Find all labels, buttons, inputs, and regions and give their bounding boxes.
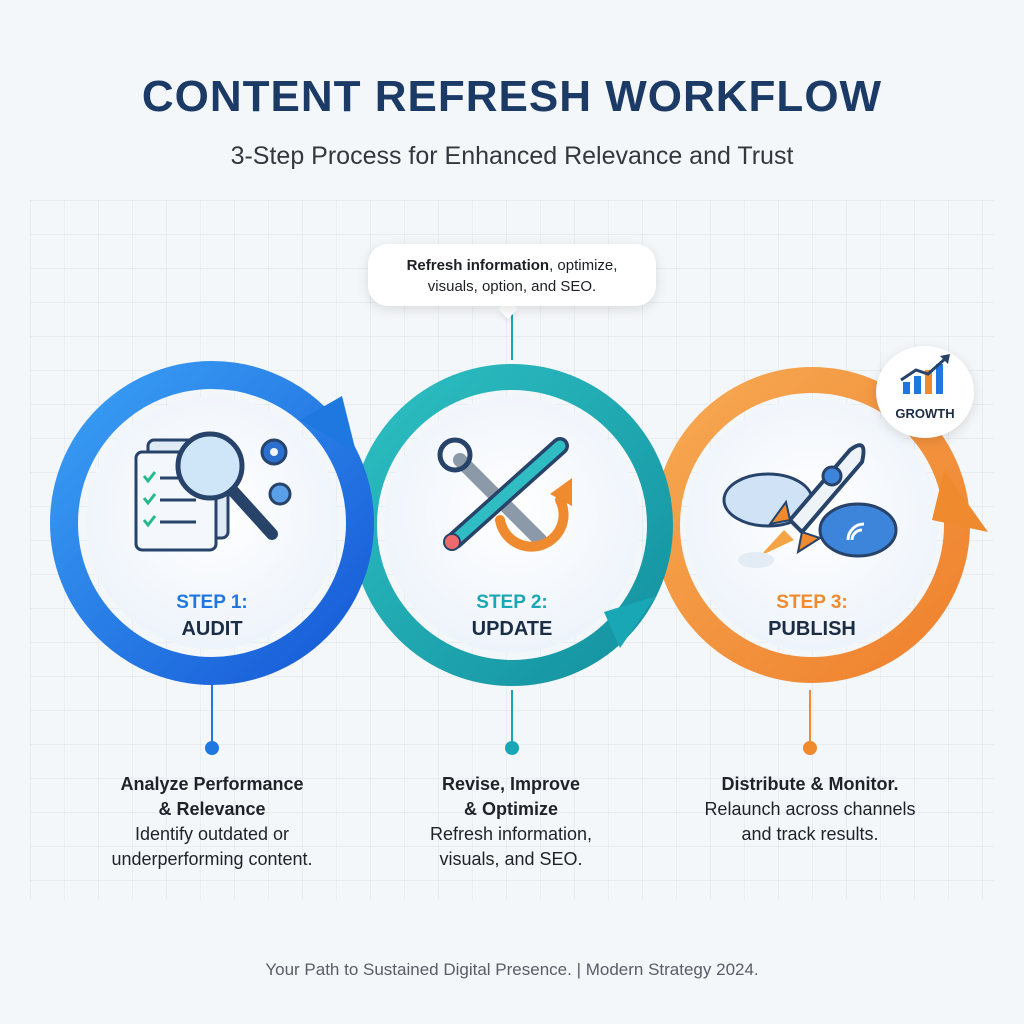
audit-magnifier-checklist-icon xyxy=(134,431,292,552)
step2-dot xyxy=(505,741,519,755)
step1-arrowhead xyxy=(300,396,356,452)
rocket-cloud-icon xyxy=(722,443,898,568)
step2-body-line2: visuals, and SEO. xyxy=(439,849,583,869)
step1-description: Analyze Performance & Relevance Identify… xyxy=(67,772,357,872)
step3-body-line1: Relaunch across channels xyxy=(704,799,916,819)
step2-arrowhead xyxy=(604,596,656,648)
step1-body-line1: Identify outdated or xyxy=(134,824,290,844)
growth-label: GROWTH xyxy=(895,406,955,421)
step2-name: UPDATE xyxy=(471,618,553,640)
update-callout: Refresh information, optimize, visuals, … xyxy=(368,244,656,306)
step3-body-line2: and track results. xyxy=(741,824,879,844)
step2-description: Revise, Improve & Optimize Refresh infor… xyxy=(366,772,656,872)
step2-ring xyxy=(351,364,673,686)
step3-name: PUBLISH xyxy=(768,618,856,640)
step1-body-line2: underperforming content. xyxy=(111,849,313,869)
step3-label: STEP 3: PUBLISH xyxy=(712,592,912,641)
callout-text-line1: , optimize, xyxy=(549,257,618,274)
step1-heading-line1: Analyze Performance xyxy=(120,774,304,794)
step2-number: STEP 2: xyxy=(476,592,548,613)
footer-text: Your Path to Sustained Digital Presence.… xyxy=(265,960,759,979)
step1-label: STEP 1: AUDIT xyxy=(112,592,312,641)
step3-arrowhead xyxy=(932,470,988,532)
step2-label: STEP 2: UPDATE xyxy=(412,592,612,641)
step1-heading-line2: & Relevance xyxy=(158,799,266,819)
step2-heading-line1: Revise, Improve xyxy=(441,774,581,794)
step2-body-line1: Refresh information, xyxy=(429,824,593,844)
page-title: CONTENT REFRESH WORKFLOW xyxy=(141,72,883,121)
step-connectors xyxy=(205,312,817,755)
step1-number: STEP 1: xyxy=(176,592,248,613)
step2-heading-line2: & Optimize xyxy=(463,799,558,819)
step3-dot xyxy=(803,741,817,755)
step3-description: Distribute & Monitor. Relaunch across ch… xyxy=(665,772,955,847)
page-subtitle: 3-Step Process for Enhanced Relevance an… xyxy=(230,142,794,170)
step3-heading-line1: Distribute & Monitor. xyxy=(721,774,899,794)
callout-bold-text: Refresh information xyxy=(406,257,550,274)
step1-name: AUDIT xyxy=(181,618,243,640)
wrench-pencil-refresh-icon xyxy=(437,437,572,552)
step1-dot xyxy=(205,741,219,755)
callout-text-line2: visuals, option, and SEO. xyxy=(427,278,597,295)
growth-badge: GROWTH xyxy=(876,346,974,438)
step3-number: STEP 3: xyxy=(776,592,848,613)
growth-chart-icon xyxy=(900,354,950,394)
